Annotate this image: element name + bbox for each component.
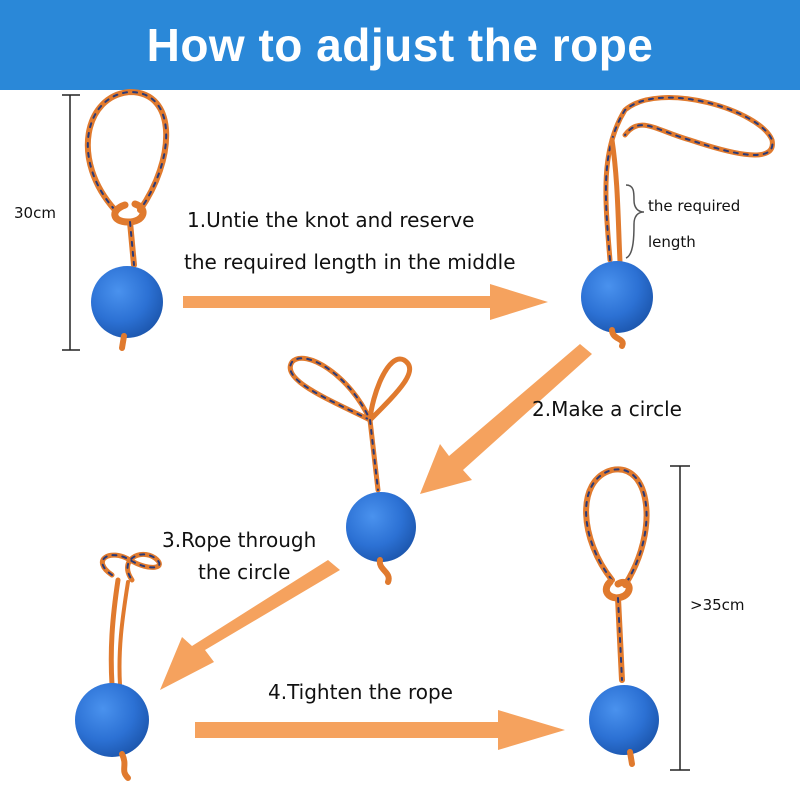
step1-line2: the required length in the middle	[184, 250, 516, 274]
rope-icon	[99, 551, 162, 688]
step3-line1: 3.Rope through	[162, 528, 317, 552]
rope-icon	[603, 95, 775, 265]
required-length-line1: the required	[648, 197, 741, 215]
step4-label: 4.Tighten the rope	[268, 680, 453, 704]
measure-bar-final	[670, 465, 690, 771]
title-banner: How to adjust the rope	[0, 0, 800, 90]
rope-tail	[376, 557, 392, 585]
ball-icon	[91, 266, 163, 338]
required-length-bracket	[625, 184, 645, 259]
step3-line2: the circle	[198, 560, 291, 584]
step2-label: 2.Make a circle	[532, 397, 682, 421]
rope-icon	[583, 466, 650, 683]
ball-icon	[589, 685, 659, 755]
final-length-label: >35cm	[690, 596, 745, 614]
rope-tail	[627, 749, 635, 767]
rope-icon	[287, 355, 412, 493]
ball-icon	[75, 683, 149, 757]
rope-tail	[119, 751, 131, 781]
rope-icon	[84, 88, 170, 268]
measure-bar-start	[62, 94, 80, 351]
ball-icon	[581, 261, 653, 333]
arrow-icon	[160, 284, 592, 750]
required-length-line2: length	[648, 233, 696, 251]
ball-icon	[346, 492, 416, 562]
start-length-label: 30cm	[14, 204, 56, 222]
rope-tail	[119, 333, 127, 351]
rope-tail	[609, 327, 626, 349]
step1-line1: 1.Untie the knot and reserve	[187, 208, 475, 232]
page-title: How to adjust the rope	[146, 19, 654, 71]
